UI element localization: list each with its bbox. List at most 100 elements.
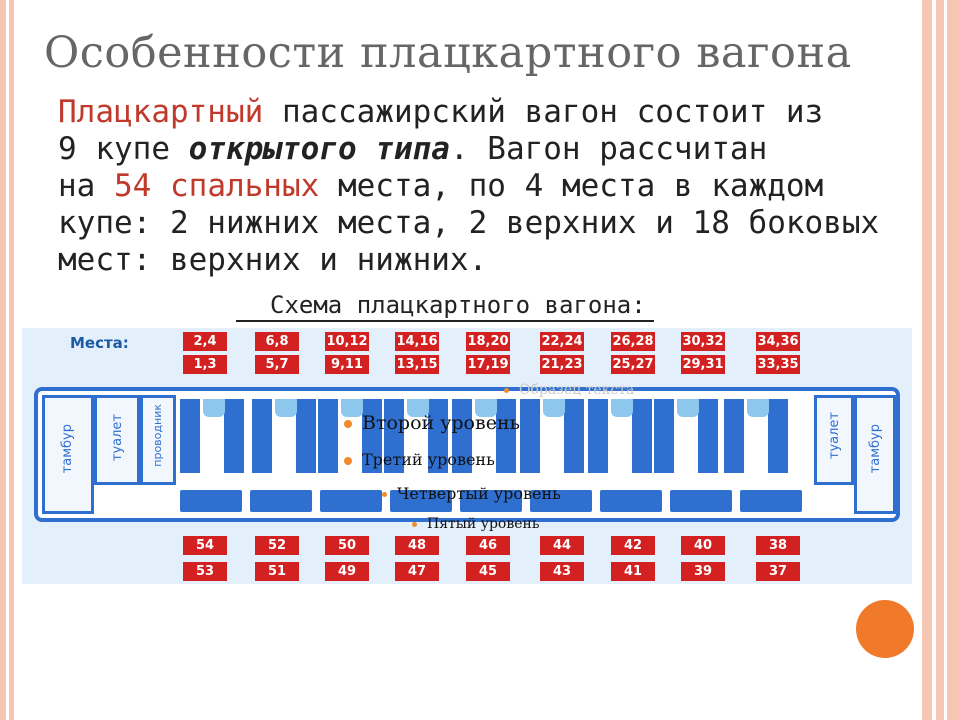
toilet-right: туалет [814, 395, 854, 485]
seat-top-lower: 33,35 [756, 355, 800, 374]
car-outline: тамбур туалет проводник туалет тамбур [34, 387, 900, 522]
slide-frame-right [922, 0, 960, 720]
seat-bottom-upper: 52 [255, 536, 299, 555]
side-berth [250, 490, 312, 512]
bullet-icon [344, 456, 352, 465]
berth [564, 399, 584, 473]
tambur-right-label: тамбур [868, 424, 883, 474]
side-berth [390, 490, 452, 512]
seat-bottom-upper: 50 [325, 536, 369, 555]
table [203, 399, 225, 417]
berth [224, 399, 244, 473]
seat-bottom-upper: 54 [183, 536, 227, 555]
seat-top-lower: 25,27 [611, 355, 655, 374]
seat-bottom-lower: 39 [681, 562, 725, 581]
table [611, 399, 633, 417]
seats-label: Места: [70, 334, 129, 352]
seat-bottom-lower: 37 [756, 562, 800, 581]
seat-top-upper: 34,36 [756, 332, 800, 351]
para-line3-b: места, по 4 места в каждом [319, 168, 824, 204]
seat-bottom-lower: 49 [325, 562, 369, 581]
table [475, 399, 497, 417]
seat-top-upper: 30,32 [681, 332, 725, 351]
para-line1-rest: пассажирский вагон состоит из [263, 94, 824, 130]
seat-bottom-upper: 46 [466, 536, 510, 555]
decorative-circle [856, 600, 914, 658]
highlight-platskartny: Плацкартный [58, 94, 264, 130]
provodnik-room: проводник [140, 395, 176, 485]
seat-bottom-upper: 40 [681, 536, 725, 555]
highlight-54-seats: 54 спальных [114, 168, 320, 204]
para-line3-a: на [58, 168, 114, 204]
placeholder-level3: Третий уровень [344, 450, 495, 469]
table [543, 399, 565, 417]
table [407, 399, 429, 417]
para-line5: мест: верхних и нижних. [58, 242, 488, 278]
berth [496, 399, 516, 473]
placeholder-level1: Образец текста [504, 382, 634, 398]
para-line2-b: . Вагон рассчитан [449, 131, 768, 167]
berth [632, 399, 652, 473]
table [275, 399, 297, 417]
seat-top-upper: 14,16 [395, 332, 439, 351]
seat-bottom-lower: 47 [395, 562, 439, 581]
side-berth [600, 490, 662, 512]
para-line4: купе: 2 нижних места, 2 верхних и 18 бок… [58, 205, 880, 241]
seat-top-lower: 17,19 [466, 355, 510, 374]
tambur-right: тамбур [854, 395, 896, 514]
seat-bottom-upper: 48 [395, 536, 439, 555]
berth [252, 399, 272, 473]
berth [452, 399, 472, 473]
placeholder-level4: Четвертый уровень [382, 484, 561, 503]
seat-top-upper: 2,4 [183, 332, 227, 351]
seat-top-upper: 22,24 [540, 332, 584, 351]
berth [520, 399, 540, 473]
side-berth [320, 490, 382, 512]
scheme-caption: Схема плацкартного вагона: [236, 290, 654, 322]
seat-top-lower: 1,3 [183, 355, 227, 374]
berth [588, 399, 608, 473]
side-berth [530, 490, 592, 512]
side-berth [460, 490, 522, 512]
toilet-left-label: туалет [110, 414, 125, 462]
bullet-icon [504, 387, 509, 393]
berth [654, 399, 674, 473]
bullet-icon [344, 420, 352, 428]
bullet-icon [412, 521, 417, 527]
seat-top-lower: 29,31 [681, 355, 725, 374]
placeholder-level5: Пятый уровень [412, 516, 539, 532]
emphasis-open-type: открытого типа [188, 131, 450, 167]
side-berth [740, 490, 802, 512]
slide-frame-left [0, 0, 14, 720]
seat-top-upper: 6,8 [255, 332, 299, 351]
seat-top-lower: 5,7 [255, 355, 299, 374]
tambur-left-label: тамбур [60, 424, 75, 474]
seat-bottom-lower: 45 [466, 562, 510, 581]
seat-top-upper: 26,28 [611, 332, 655, 351]
berth [180, 399, 200, 473]
seat-bottom-upper: 44 [540, 536, 584, 555]
provodnik-label: проводник [151, 404, 164, 467]
toilet-left: туалет [94, 395, 140, 485]
para-line2-a: 9 купе [58, 131, 189, 167]
berth [428, 399, 448, 473]
seat-top-upper: 18,20 [466, 332, 510, 351]
slide-title: Особенности плацкартного вагона [44, 28, 852, 78]
seat-bottom-lower: 53 [183, 562, 227, 581]
bullet-icon [382, 492, 387, 497]
seat-top-lower: 21,23 [540, 355, 584, 374]
table [677, 399, 699, 417]
car-scheme: Места: тамбур туалет проводник туалет та… [22, 328, 912, 584]
berth [768, 399, 788, 473]
seat-bottom-lower: 51 [255, 562, 299, 581]
seat-top-upper: 10,12 [325, 332, 369, 351]
toilet-right-label: туалет [827, 412, 842, 460]
table [341, 399, 363, 417]
side-berth [180, 490, 242, 512]
seat-top-lower: 13,15 [395, 355, 439, 374]
table [747, 399, 769, 417]
side-berth [670, 490, 732, 512]
seat-bottom-upper: 38 [756, 536, 800, 555]
berth [318, 399, 338, 473]
berth [296, 399, 316, 473]
